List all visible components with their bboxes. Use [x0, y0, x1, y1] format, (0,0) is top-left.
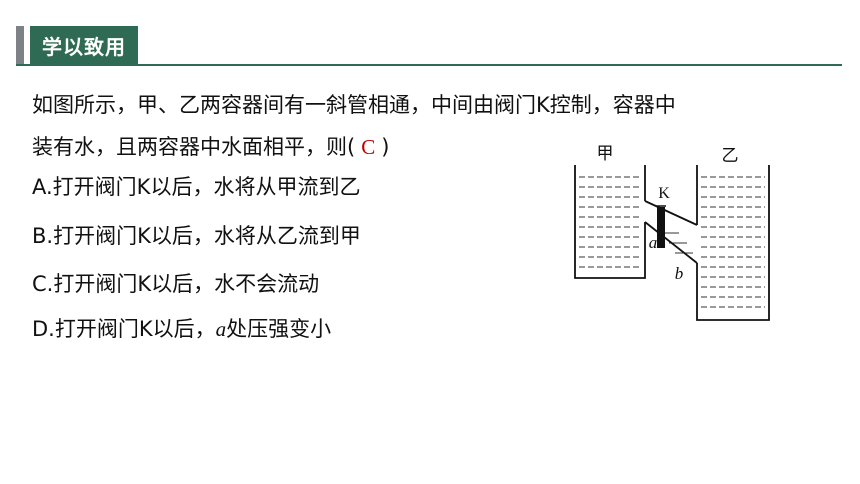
question-line-2-suffix: ) [381, 135, 390, 159]
left-container [574, 165, 646, 279]
vessel-diagram: 甲 乙 [574, 144, 770, 321]
question-line-2: 装有水，且两容器中水面相平，则(C) [32, 126, 832, 168]
right-container [696, 165, 770, 321]
label-jia: 甲 [597, 144, 614, 163]
valve-k [657, 207, 665, 248]
question-line-1: 如图所示，甲、乙两容器间有一斜管相通，中间由阀门K控制，容器中 [32, 93, 676, 117]
option-d-var: a [215, 317, 227, 341]
label-b: b [675, 264, 684, 283]
section-header: 学以致用 [16, 26, 138, 64]
right-water-lines [701, 176, 765, 308]
section-title: 学以致用 [30, 26, 138, 64]
label-k: K [658, 185, 670, 202]
option-d: D.打开阀门K以后，a处压强变小 [32, 313, 331, 343]
question-line-2-prefix: 装有水，且两容器中水面相平，则( [32, 135, 356, 159]
header-accent [16, 26, 24, 64]
header-divider [16, 64, 842, 66]
question-stem: 如图所示，甲、乙两容器间有一斜管相通，中间由阀门K控制，容器中 装有水，且两容器… [32, 84, 832, 168]
option-d-suffix: 处压强变小 [226, 317, 332, 341]
option-d-prefix: D.打开阀门K以后， [32, 317, 216, 341]
tube-lower-edge [644, 221, 698, 264]
option-b: B.打开阀门K以后，水将从乙流到甲 [32, 224, 361, 248]
label-yi: 乙 [722, 146, 739, 165]
label-a: a [649, 233, 658, 252]
tube-water-lines [665, 232, 693, 254]
option-c: C.打开阀门K以后，水不会流动 [32, 272, 320, 296]
tube-upper-edge [644, 200, 698, 226]
answer-mark: C [361, 135, 376, 159]
option-a: A.打开阀门K以后，水将从甲流到乙 [32, 175, 361, 199]
left-water-lines [579, 176, 641, 268]
